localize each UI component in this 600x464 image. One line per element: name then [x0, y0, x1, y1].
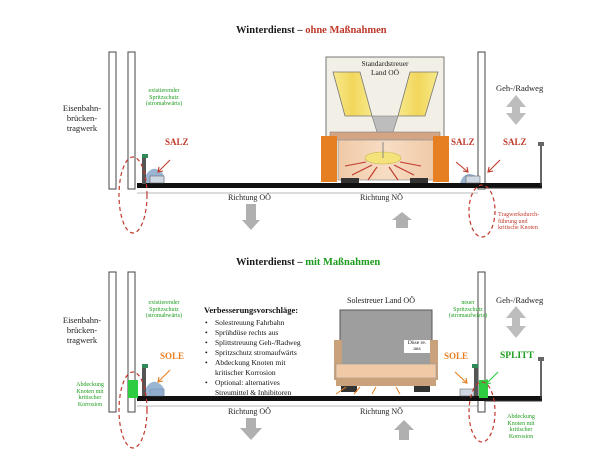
- top-walkway-label: Geh-/Radweg: [496, 83, 544, 93]
- bottom-dir-arrow-left: [240, 418, 262, 440]
- improve-item: Solestreuung Fahrbahn: [205, 318, 301, 328]
- bottom-left-column-1: [108, 271, 117, 413]
- top-salt-right-1: SALZ: [451, 137, 475, 147]
- bottom-walkway-label: Geh-/Radweg: [496, 295, 544, 305]
- bottom-sole-left: SOLE: [160, 351, 185, 361]
- improve-item: Sprühdüse rechts aus: [205, 328, 301, 338]
- top-spreader-label: Standardstreuer Land OÖ: [361, 59, 409, 77]
- bottom-title: Winterdienst – mit Maßnahmen: [236, 257, 381, 269]
- bottom-cover-right: [479, 380, 488, 398]
- top-panel: [108, 51, 544, 238]
- improve-item: Abdeckung Knoten mit: [205, 358, 301, 368]
- bottom-split-label: SPLITT: [500, 351, 534, 361]
- top-knot-ellipse-right: [468, 184, 496, 238]
- bottom-nozzle-label: Düse re. aus: [404, 340, 430, 353]
- top-title: Winterdienst – ohne Maßnahmen: [236, 25, 387, 37]
- bottom-dir-arrow-right: [394, 420, 414, 440]
- bottom-cover-left: [128, 380, 138, 398]
- top-dir-arrow-right: [392, 212, 412, 228]
- bottom-bridge-label: Eisenbahn- brücken- tragwerk: [62, 315, 102, 345]
- top-dir-left: Richtung OÖ: [228, 193, 271, 202]
- improve-item-cont: kritischer Korrosion: [215, 368, 276, 377]
- top-walkway-arrow: [506, 95, 526, 125]
- top-title-sep: –: [297, 25, 303, 36]
- bottom-sole-right: SOLE: [444, 351, 469, 361]
- top-splash-note: existierender Spritzschutz (stromabwärts…: [145, 88, 183, 108]
- top-spreader-truck: [321, 56, 449, 183]
- top-left-column-1: [108, 51, 117, 190]
- improve-list: Solestreuung Fahrbahn Sprühdüse rechts a…: [205, 318, 301, 398]
- top-knot-note: Tragwerksdurch- führung und kritische Kn…: [498, 212, 540, 232]
- top-left-column-2: [127, 51, 136, 190]
- bottom-right-column: [477, 271, 486, 413]
- improve-item: Splittstreuung Geh-/Radweg: [205, 338, 301, 348]
- improve-title: Verbesserungsvorschläge:: [204, 305, 299, 315]
- bottom-title-accent: mit Maßnahmen: [305, 257, 381, 268]
- bottom-spreader-label: Solestreuer Land OÖ: [347, 296, 415, 305]
- top-dir-right: Richtung NÖ: [360, 193, 403, 202]
- bottom-left-column-2: [127, 271, 136, 413]
- bottom-deck: [137, 396, 542, 401]
- improve-item-cont: Streumittel & Inhibitoren: [215, 388, 292, 397]
- top-salt-left: SALZ: [165, 137, 189, 147]
- top-dir-arrow-left: [242, 204, 260, 230]
- top-salt-right-2: SALZ: [503, 137, 527, 147]
- bottom-dir-right: Richtung NÖ: [360, 407, 403, 416]
- bottom-sole-truck: [334, 309, 438, 395]
- top-knot-ellipse-left: [118, 156, 148, 234]
- bottom-dir-left: Richtung OÖ: [228, 407, 271, 416]
- bottom-panel: [108, 271, 544, 449]
- improve-item: Optional: alternatives: [205, 378, 301, 388]
- top-right-column: [477, 51, 486, 190]
- top-salt-arrows: [157, 159, 501, 173]
- top-bridge-label: Eisenbahn- brücken- tragwerk: [62, 103, 102, 133]
- improve-item: Spritzschutz stromaufwärts: [205, 348, 301, 358]
- bottom-title-sep: –: [297, 257, 303, 268]
- bottom-title-main: Winterdienst: [236, 257, 295, 268]
- bottom-splash-note: existierender Spritzschutz (stromabwärts…: [145, 300, 183, 320]
- bottom-new-splash-note: neuer Spritzschutz (stromaufwärts): [448, 300, 488, 320]
- bottom-cover-left-label: Abdeckung Knoten mit kritischer Korrosio…: [76, 382, 104, 408]
- top-deck: [137, 183, 542, 188]
- bottom-cover-right-label: Abdeckung Knoten mit kritischer Korrosio…: [507, 414, 535, 440]
- top-title-accent: ohne Maßnahmen: [305, 25, 387, 36]
- top-title-main: Winterdienst: [236, 25, 295, 36]
